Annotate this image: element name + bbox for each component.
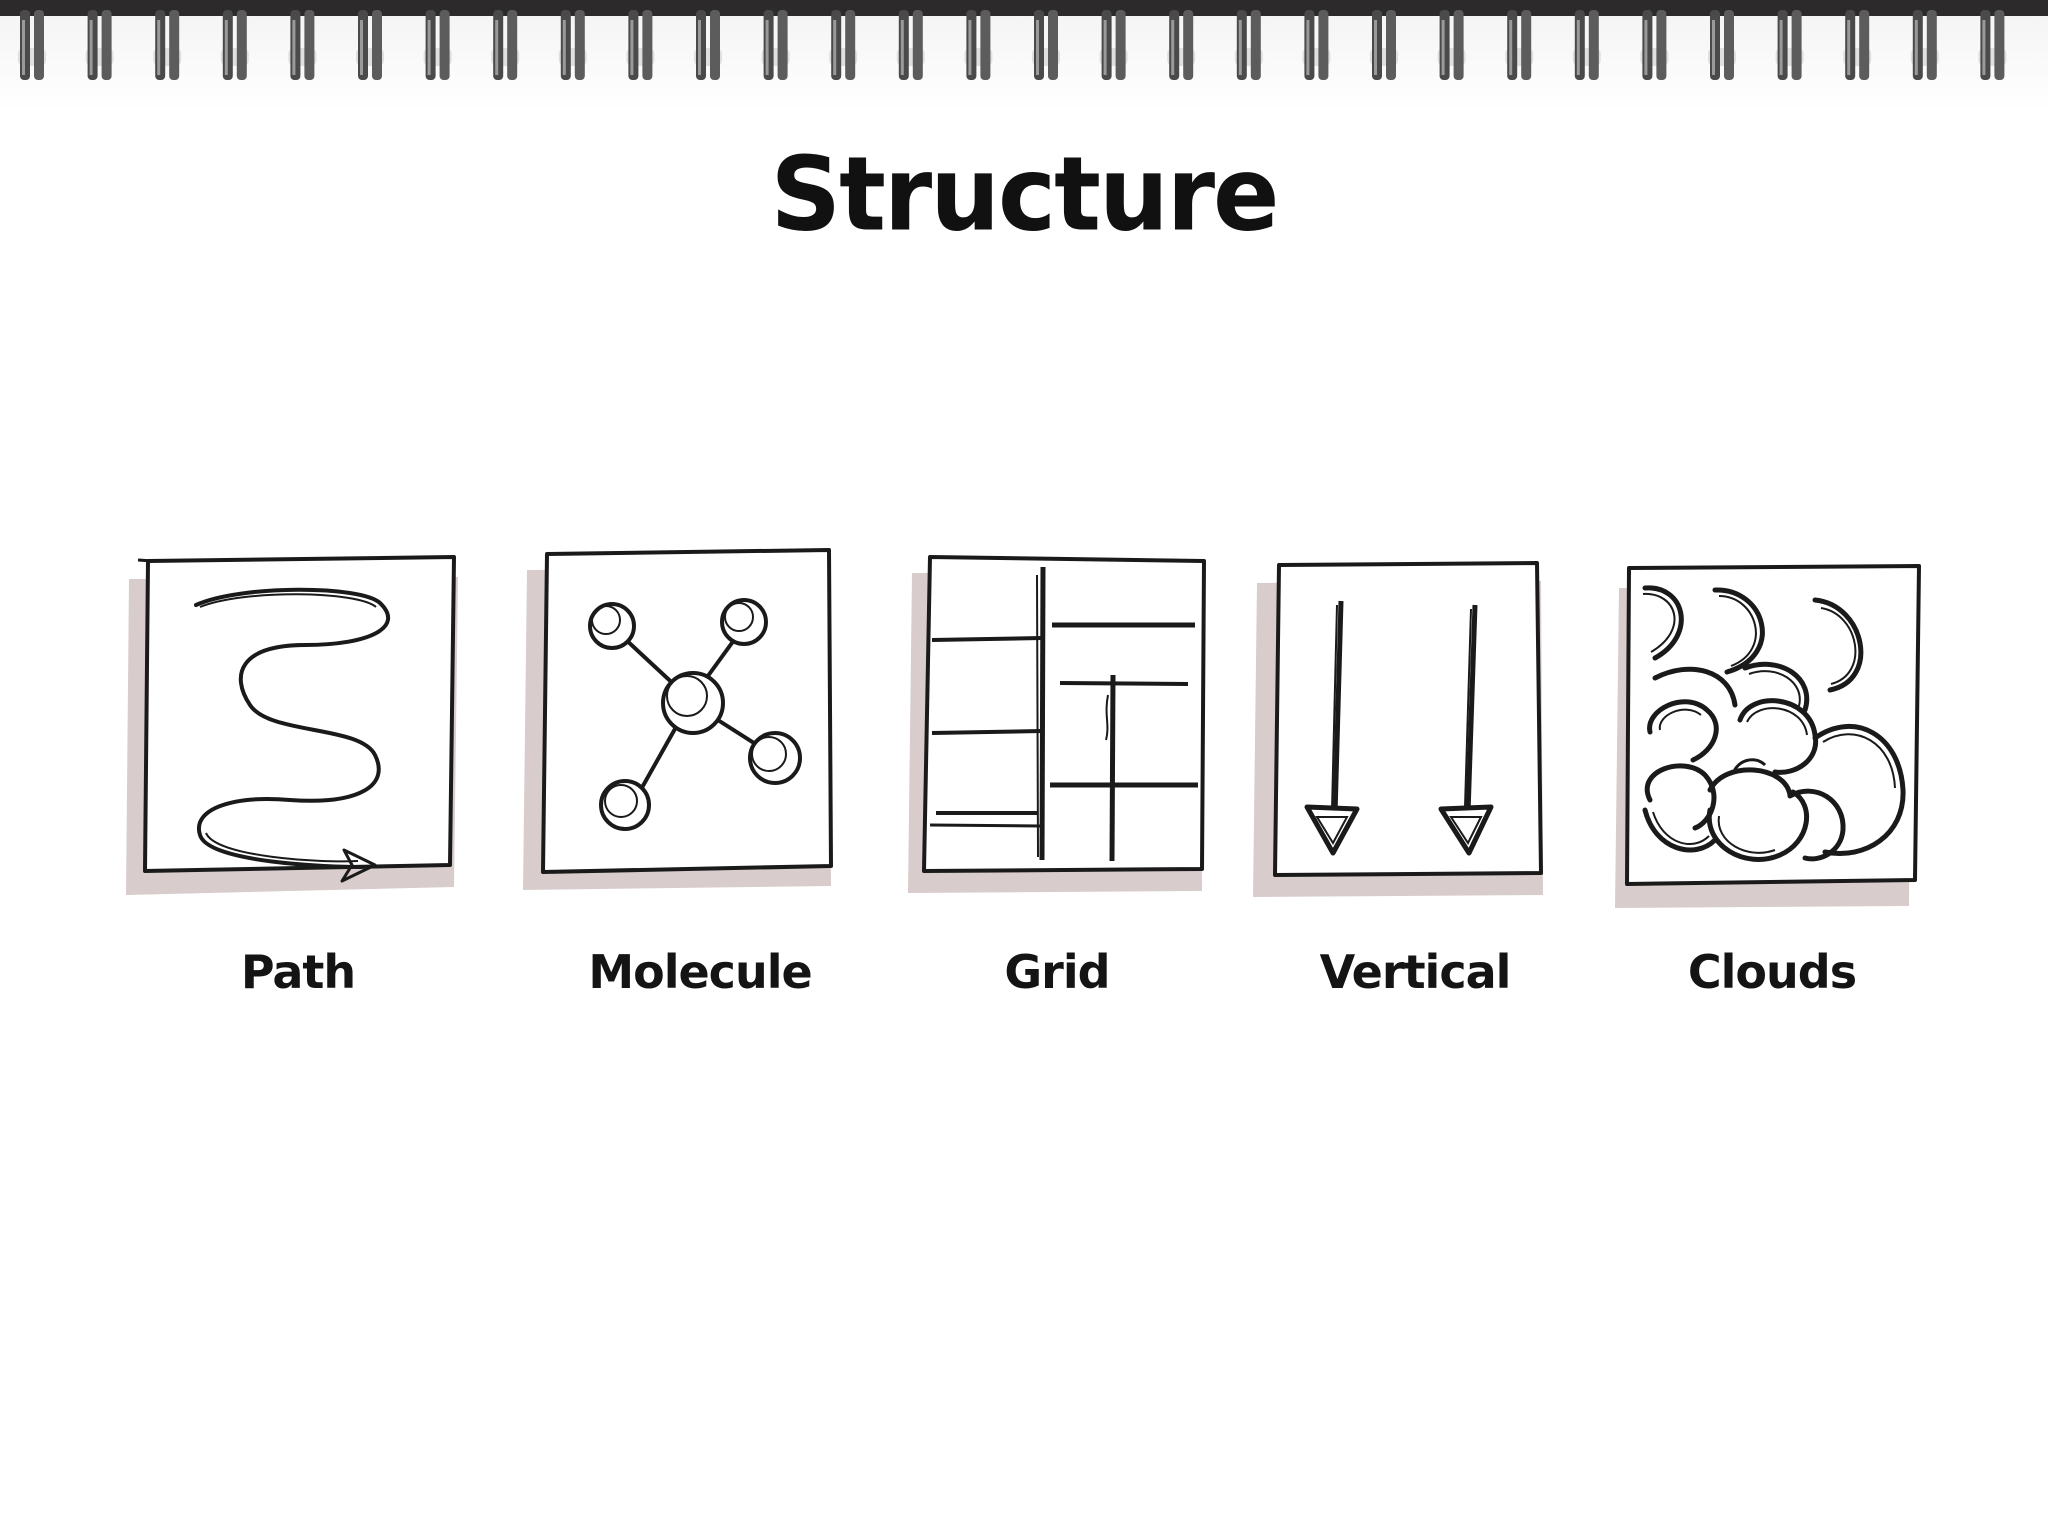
grid-icon xyxy=(908,555,1206,893)
path-card xyxy=(126,545,470,895)
binding-coil xyxy=(896,10,925,80)
binding-coil xyxy=(288,10,317,80)
vertical-arrows-icon xyxy=(1253,561,1543,897)
binding-coil xyxy=(220,10,249,80)
grid-label: Grid xyxy=(1004,945,1110,999)
spiral-binding xyxy=(0,0,2048,80)
page-title: Structure xyxy=(770,135,1279,255)
grid-card xyxy=(908,545,1210,893)
binding-coil xyxy=(761,10,790,80)
binding-coil xyxy=(1302,10,1331,80)
binding-coil xyxy=(1708,10,1736,80)
binding-coil xyxy=(1640,10,1669,80)
binding-coil xyxy=(1843,10,1872,80)
binding-coil xyxy=(1978,10,2007,80)
binding-coil xyxy=(1032,10,1060,80)
binding-coil xyxy=(491,10,520,80)
molecule-label: Molecule xyxy=(588,945,812,999)
binding-coil xyxy=(423,10,452,80)
binding-coil xyxy=(1505,10,1534,80)
clouds-icon xyxy=(1615,564,1921,908)
binding-coil xyxy=(1910,10,1939,80)
path-label: Path xyxy=(240,945,356,999)
binding-coil xyxy=(85,10,114,80)
molecule-card xyxy=(523,540,845,890)
binding-coil xyxy=(1775,10,1804,80)
binding-coil xyxy=(1167,10,1196,80)
binding-coil xyxy=(558,10,587,80)
binding-coil xyxy=(694,10,722,80)
vertical-label: Vertical xyxy=(1319,945,1512,999)
binding-coil xyxy=(1099,10,1128,80)
binding-coil xyxy=(18,10,46,80)
binding-coil xyxy=(964,10,993,80)
binding-coil xyxy=(356,10,384,80)
binding-coil xyxy=(1572,10,1601,80)
binding-coil xyxy=(1234,10,1263,80)
vertical-card xyxy=(1253,555,1555,897)
clouds-card xyxy=(1615,560,1925,908)
binding-coil xyxy=(1370,10,1398,80)
serpentine-path-icon xyxy=(126,555,458,895)
binding-coil xyxy=(153,10,182,80)
molecule-icon xyxy=(523,548,833,890)
binding-coil xyxy=(829,10,858,80)
binding-coil xyxy=(626,10,655,80)
binding-coil xyxy=(1437,10,1466,80)
clouds-label: Clouds xyxy=(1687,945,1857,999)
